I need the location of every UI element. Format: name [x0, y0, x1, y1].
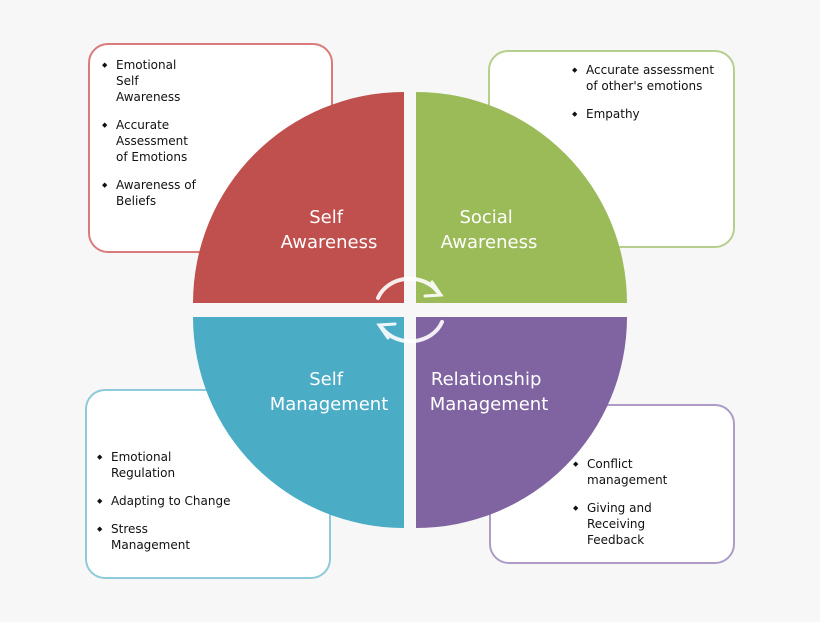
list-item: Stress Management	[97, 521, 191, 553]
self-management-label: Self Management	[270, 369, 389, 415]
list-item: Awareness of Beliefs	[102, 177, 202, 209]
list-item: Empathy	[572, 106, 722, 122]
list-item: Accurate assessment of other's emotions	[572, 62, 722, 94]
social-awareness-quadrant	[416, 92, 627, 303]
list-item: Accurate Assessment of Emotions	[102, 117, 202, 165]
list-item: Emotional Regulation	[97, 449, 191, 481]
self-awareness-label: Self Awareness	[281, 207, 378, 253]
self-awareness-quadrant	[193, 92, 404, 303]
self-management-list: Emotional Regulation Adapting to Change …	[97, 449, 237, 565]
self-awareness-list: Emotional Self Awareness Accurate Assess…	[102, 57, 202, 221]
relationship-management-label: Relationship Management	[430, 369, 549, 415]
social-awareness-list: Accurate assessment of other's emotions …	[572, 62, 722, 134]
list-item: Adapting to Change	[97, 493, 237, 509]
list-item: Giving and Receiving Feedback	[573, 500, 673, 548]
social-awareness-label: Social Awareness	[441, 207, 538, 253]
relationship-management-quadrant	[416, 317, 627, 528]
list-item: Conflict management	[573, 456, 673, 488]
self-management-quadrant	[193, 317, 404, 528]
cycle-arrows-icon	[376, 276, 444, 344]
relationship-management-list: Conflict management Giving and Receiving…	[573, 456, 673, 560]
list-item: Emotional Self Awareness	[102, 57, 202, 105]
